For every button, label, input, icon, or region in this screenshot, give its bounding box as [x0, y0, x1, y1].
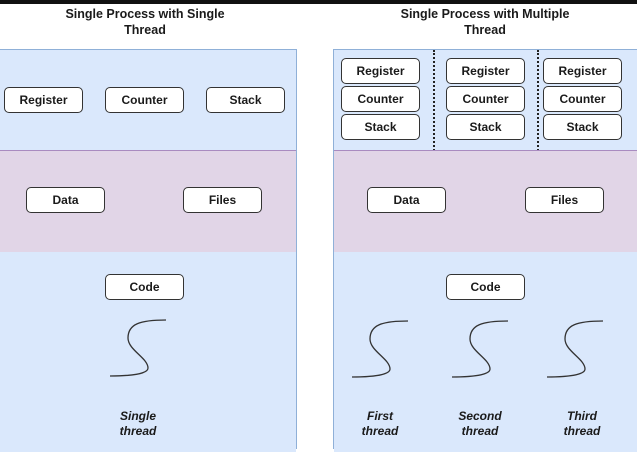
second-thread-caption: Second thread — [440, 409, 520, 439]
files-box: Files — [183, 187, 262, 213]
right-panel-title: Single Process with Multiple Thread — [370, 6, 600, 38]
caption-line2: thread — [119, 424, 157, 438]
left-title-line2: Thread — [124, 23, 166, 37]
single-thread-process-panel: Register Counter Stack Data Files Code S… — [0, 49, 297, 452]
left-panel-title: Single Process with Single Thread — [30, 6, 260, 38]
register-box: Register — [4, 87, 83, 113]
thread3-stack-box: Stack — [543, 114, 622, 140]
code-band: Code First thread Second thread Third th… — [334, 252, 637, 452]
thread1-stack-box: Stack — [341, 114, 420, 140]
caption-line1: Second — [458, 409, 502, 423]
caption-line2: thread — [563, 424, 601, 438]
shared-resources-band: Data Files — [0, 150, 296, 253]
right-title-line2: Thread — [464, 23, 506, 37]
thread3-register-box: Register — [543, 58, 622, 84]
caption-line2: thread — [461, 424, 499, 438]
third-thread-squiggle-icon — [546, 320, 604, 378]
data-box: Data — [367, 187, 446, 213]
thread-resources-band: Register Counter Stack — [0, 50, 296, 151]
data-box: Data — [26, 187, 105, 213]
multi-thread-process-panel: Register Counter Stack Register Counter … — [333, 49, 637, 452]
caption-line1: Third — [567, 409, 597, 423]
thread2-stack-box: Stack — [446, 114, 525, 140]
code-box: Code — [446, 274, 525, 300]
thread-resources-band: Register Counter Stack Register Counter … — [334, 50, 637, 151]
left-title-line1: Single Process with Single — [65, 7, 225, 21]
code-box: Code — [105, 274, 184, 300]
thread1-counter-box: Counter — [341, 86, 420, 112]
thread-separator — [433, 50, 435, 151]
third-thread-caption: Third thread — [542, 409, 622, 439]
shared-resources-band: Data Files — [334, 150, 637, 253]
second-thread-squiggle-icon — [451, 320, 509, 378]
counter-box: Counter — [105, 87, 184, 113]
single-thread-caption: Single thread — [98, 409, 178, 439]
thread3-counter-box: Counter — [543, 86, 622, 112]
first-thread-squiggle-icon — [351, 320, 409, 378]
first-thread-caption: First thread — [340, 409, 420, 439]
files-box: Files — [525, 187, 604, 213]
thread-squiggle-icon — [109, 319, 167, 377]
stack-box: Stack — [206, 87, 285, 113]
right-title-line1: Single Process with Multiple — [400, 7, 570, 21]
top-bar — [0, 0, 637, 4]
thread2-counter-box: Counter — [446, 86, 525, 112]
thread-separator — [537, 50, 539, 151]
caption-line1: Single — [119, 409, 156, 423]
caption-line1: First — [366, 409, 393, 423]
thread2-register-box: Register — [446, 58, 525, 84]
code-band: Code Single thread — [0, 252, 296, 452]
caption-line2: thread — [361, 424, 399, 438]
thread1-register-box: Register — [341, 58, 420, 84]
